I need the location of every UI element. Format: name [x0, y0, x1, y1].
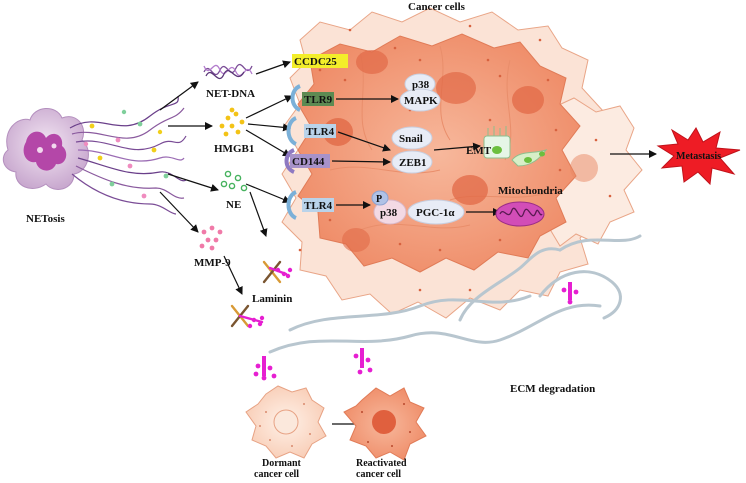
neutrophil-nucleus — [23, 131, 67, 171]
p38-label-top: p38 — [412, 79, 430, 91]
nucleus-spot — [51, 143, 57, 149]
tlr4-label-top: TLR4 — [306, 126, 335, 138]
mmp9-label: MMP-9 — [194, 257, 231, 269]
tlr4-label-bottom: TLR4 — [304, 200, 333, 212]
emt-label: EMT — [466, 145, 492, 157]
metastasis-star-icon — [656, 127, 741, 186]
mediator-arrows — [159, 81, 219, 233]
net-dna-label: NET-DNA — [206, 88, 255, 100]
neutrophil — [2, 108, 89, 190]
hmgb1-icon — [219, 107, 245, 137]
cd144-box — [290, 154, 330, 168]
signaling-arrows — [331, 95, 501, 216]
tlr9-label: TLR9 — [304, 94, 333, 106]
signaling-nodes — [371, 73, 465, 225]
mapk-node — [399, 88, 441, 112]
nucleus — [512, 86, 544, 114]
p38-node-bottom — [373, 199, 407, 225]
zeb1-node — [391, 150, 433, 174]
tlr4-receptor-icon — [286, 116, 298, 146]
ccdc25-label: CCDC25 — [294, 56, 337, 68]
zeb1-label: ZEB1 — [399, 157, 427, 169]
nucleus — [436, 72, 476, 104]
nucleus — [342, 228, 370, 252]
tlr4-box-top — [304, 124, 336, 138]
metastasis-label: Metastasis — [676, 151, 721, 162]
reactivated-cancer-cell — [343, 387, 427, 461]
p38-label-bottom: p38 — [380, 207, 398, 219]
netosis-label: NETosis — [26, 213, 65, 225]
ccdc25-box — [292, 54, 348, 68]
nucleus — [570, 154, 598, 182]
tlr4-receptor-icon — [286, 190, 298, 220]
mitochondria-icon — [495, 201, 545, 227]
tlr9-box — [302, 92, 334, 106]
cd144-receptor-icon — [284, 148, 295, 174]
nucleus-spot — [37, 147, 43, 153]
ne-label: NE — [226, 199, 241, 211]
mapk-label: MAPK — [404, 95, 438, 107]
reactivated-label-line2: cancer cell — [356, 469, 401, 478]
cancer-cell-cluster — [281, 7, 643, 319]
hmgb1-label: HMGB1 — [214, 143, 254, 155]
net-particles — [83, 109, 169, 199]
mmp9-icon — [199, 225, 223, 251]
pgc1a-label: PGC-1α — [416, 207, 455, 219]
cancer-cells-label: Cancer cells — [408, 1, 466, 13]
reactivated-label-line1: Reactivated — [356, 458, 407, 469]
net-fibers — [69, 95, 187, 215]
laminin-icon — [230, 260, 293, 329]
tlr4-box-bottom — [302, 198, 334, 212]
receptor-arrows — [223, 60, 293, 295]
nucleus — [452, 175, 488, 205]
snail-label: Snail — [399, 133, 423, 145]
dormant-cancer-cell — [245, 385, 327, 459]
snail-node — [391, 126, 433, 150]
ecm-protein-markers — [253, 282, 579, 381]
ne-icon — [220, 170, 248, 192]
dormant-label-line2: cancer cell — [254, 469, 299, 478]
emt-icon — [483, 126, 548, 167]
receptors — [284, 84, 302, 220]
p-label: P — [376, 194, 382, 205]
nucleus — [356, 50, 388, 74]
tlr9-receptor-icon — [290, 84, 302, 112]
net-dna-icon — [203, 63, 253, 80]
ecm-degradation-label: ECM degradation — [510, 383, 595, 395]
cd144-label: CD144 — [292, 156, 325, 168]
p-node — [371, 190, 389, 206]
laminin-label: Laminin — [252, 293, 292, 305]
dormant-label-line1: Dormant — [262, 458, 302, 469]
mitochondria-label: Mitochondria — [498, 185, 563, 197]
pgc1a-node — [407, 199, 465, 225]
ecm-fibers — [268, 234, 642, 354]
